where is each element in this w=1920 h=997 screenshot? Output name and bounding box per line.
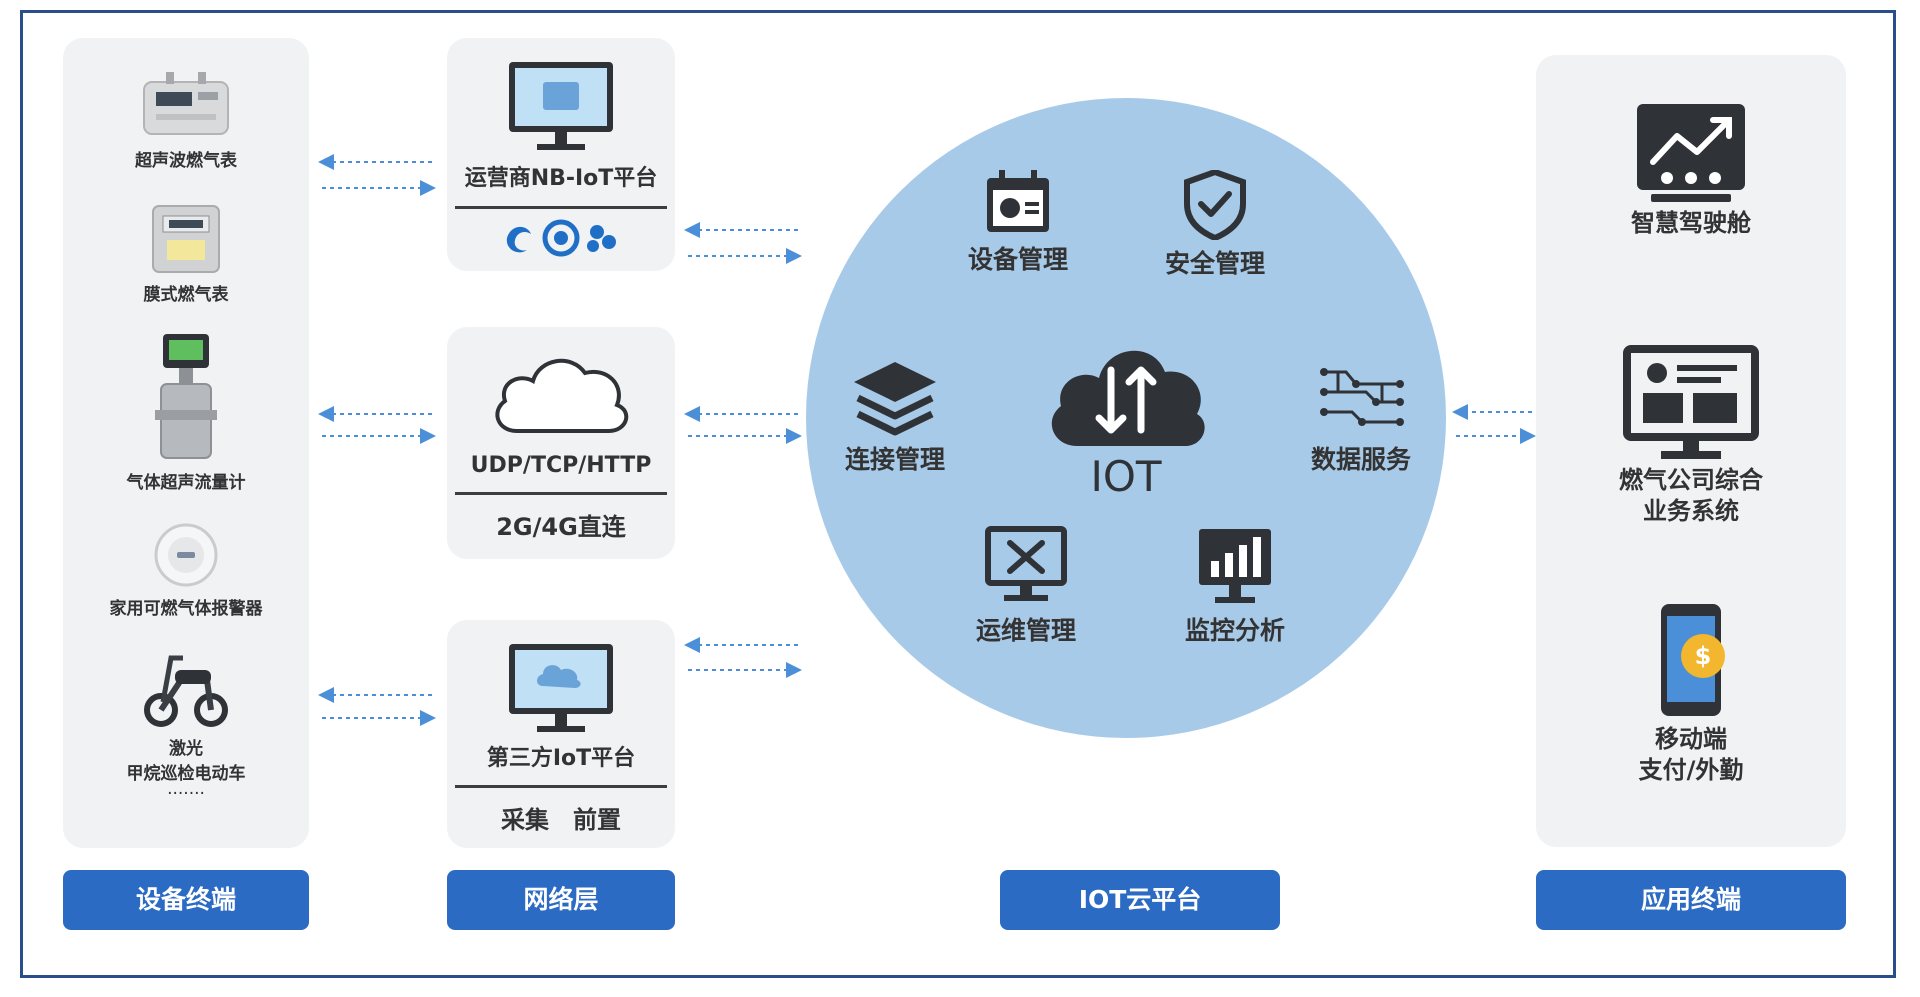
- app-label-line1: 燃气公司综合: [1619, 466, 1763, 494]
- svg-text:$: $: [1695, 642, 1712, 670]
- feature-device-management: 设备管理: [958, 170, 1078, 276]
- feature-security-management: 安全管理: [1150, 168, 1280, 280]
- feature-label: 安全管理: [1164, 249, 1265, 278]
- app-smart-cockpit: 智慧驾驶舱: [1536, 100, 1846, 239]
- ultrasonic-gas-meter-icon: [143, 72, 229, 135]
- feature-ops-management: 运维管理: [966, 525, 1086, 647]
- feature-label: 数据服务: [1310, 445, 1411, 474]
- third-party-title: 第三方IoT平台: [486, 746, 636, 771]
- tag-device-terminal: 设备终端: [63, 870, 309, 930]
- app-label-line1: 移动端: [1655, 725, 1727, 753]
- cloud-sync-icon: [1051, 350, 1205, 446]
- app-mobile: $ 移动端 支付/外勤: [1536, 600, 1846, 786]
- carrier-logos-icon: [506, 219, 616, 257]
- electric-scooter-icon: [144, 655, 228, 727]
- device-more: ·······: [167, 784, 205, 804]
- app-label-line2: 业务系统: [1643, 497, 1739, 526]
- feature-monitoring-analysis: 监控分析: [1170, 525, 1300, 647]
- feature-label: 连接管理: [844, 445, 945, 474]
- third-party-divider: [455, 785, 667, 788]
- direct-connect-card: UDP/TCP/HTTP 2G/4G直连: [447, 327, 675, 559]
- device-label: 超声波燃气表: [135, 151, 237, 171]
- protocol-divider: [455, 492, 667, 495]
- device-label: 激光: [169, 739, 203, 759]
- nbiot-title: 运营商NB-IoT平台: [464, 166, 658, 191]
- feature-label: 设备管理: [967, 245, 1068, 274]
- diaphragm-gas-meter-icon: [152, 205, 220, 273]
- gas-flow-meter-icon: [155, 334, 217, 459]
- desktop-dashboard-icon: [1623, 345, 1759, 459]
- device-label: 甲烷巡检电动车: [126, 764, 246, 784]
- device-label: 家用可燃气体报警器: [109, 599, 263, 619]
- iot-core: IOT: [1036, 330, 1216, 501]
- app-label: 智慧驾驶舱: [1631, 209, 1751, 237]
- third-party-iot-card: 第三方IoT平台 采集 前置: [447, 620, 675, 848]
- cloud-outline-icon: [495, 358, 629, 433]
- monitor-icon: [509, 62, 613, 150]
- nbiot-divider: [455, 206, 667, 209]
- device-label: 气体超声流量计: [126, 473, 246, 493]
- dashboard-trend-icon: [1637, 104, 1745, 202]
- cloud-monitor-icon: [509, 644, 613, 732]
- iot-center-label: IOT: [1090, 452, 1162, 501]
- feature-label: 运维管理: [975, 616, 1076, 645]
- app-business-system: 燃气公司综合 业务系统: [1536, 345, 1846, 527]
- shield-check-icon: [1184, 168, 1246, 242]
- device-gas-flow-meter: 气体超声流量计: [63, 334, 309, 493]
- app-label-line2: 支付/外勤: [1638, 756, 1744, 785]
- mobile-payment-icon: $: [1661, 604, 1725, 716]
- direct-connect-label: 2G/4G直连: [496, 513, 626, 541]
- protocol-title: UDP/TCP/HTTP: [470, 453, 652, 478]
- device-ultrasonic-gas-meter: 超声波燃气表: [63, 72, 309, 171]
- calendar-chart-icon: [987, 170, 1049, 232]
- layers-icon: [854, 362, 936, 436]
- tag-application-terminal: 应用终端: [1536, 870, 1846, 930]
- device-diaphragm-gas-meter: 膜式燃气表: [63, 200, 309, 305]
- monitor-tools-icon: [985, 526, 1067, 601]
- tag-iot-cloud-platform: IOT云平台: [1000, 870, 1280, 930]
- device-patrol-ebike: 激光 甲烷巡检电动车 ·······: [63, 640, 309, 804]
- operator-nbiot-card: 运营商NB-IoT平台: [447, 38, 675, 271]
- tag-network-layer: 网络层: [447, 870, 675, 930]
- feature-connection-management: 连接管理: [830, 360, 960, 476]
- device-label: 膜式燃气表: [143, 285, 229, 305]
- circuit-network-icon: [1320, 368, 1404, 426]
- device-gas-alarm: 家用可燃气体报警器: [63, 520, 309, 619]
- gas-alarm-icon: [154, 523, 218, 587]
- bar-chart-monitor-icon: [1199, 529, 1271, 603]
- feature-data-service: 数据服务: [1296, 362, 1426, 476]
- feature-label: 监控分析: [1184, 616, 1285, 645]
- collection-label: 采集 前置: [501, 806, 621, 834]
- diagram-frame: [20, 10, 1896, 978]
